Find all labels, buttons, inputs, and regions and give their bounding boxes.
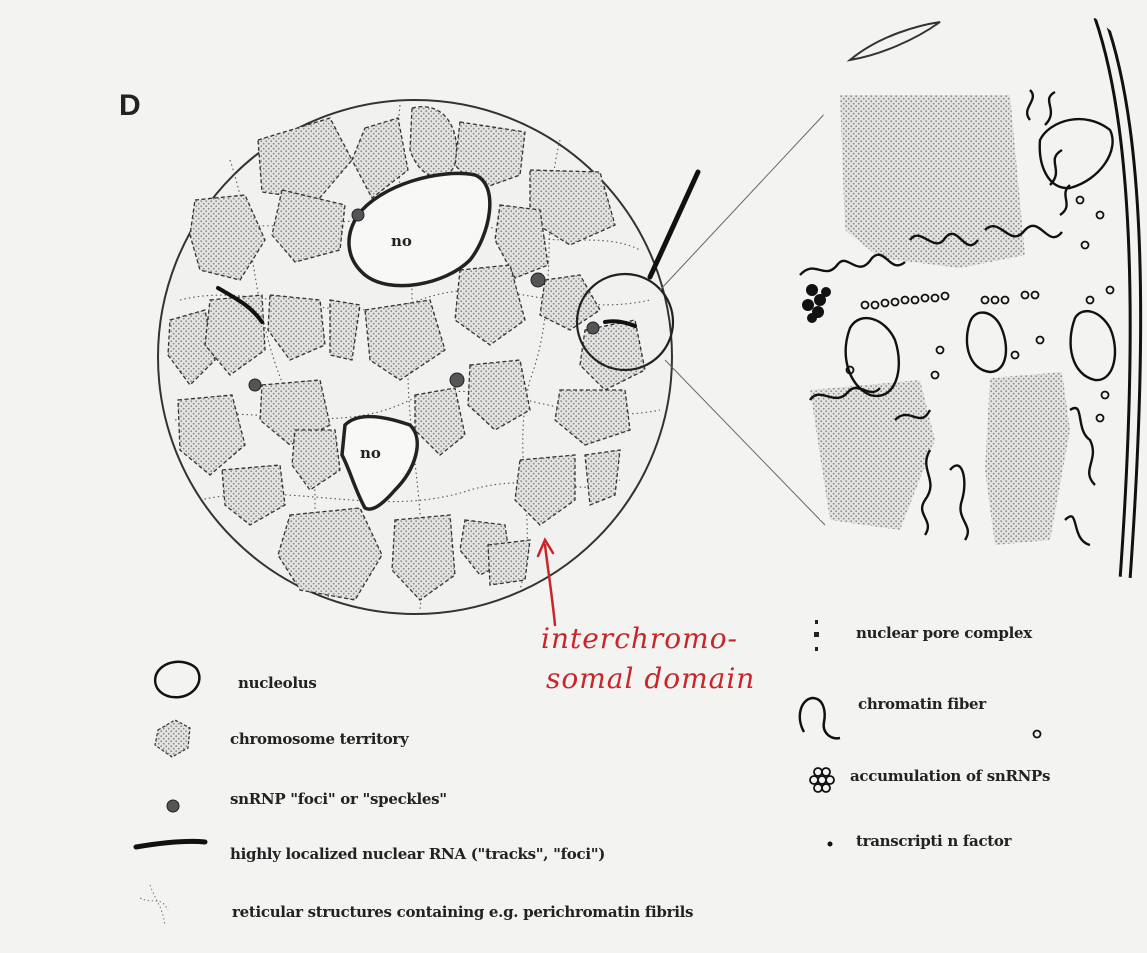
chromatin-fiber-icon <box>800 698 840 738</box>
legend-label-speckles: snRNP "foci" or "speckles" <box>230 790 447 808</box>
legend-label-snrnp-accumulation: accumulation of snRNPs <box>850 767 1050 785</box>
legend-label-rna: highly localized nuclear RNA ("tracks", … <box>230 845 605 863</box>
transcription-factor-icon <box>828 842 833 847</box>
annotation-line-2: somal domain <box>546 662 755 695</box>
legend-label-chromatin-fiber: chromatin fiber <box>858 695 986 713</box>
nucleolus-label-top: no <box>391 232 412 250</box>
snrnp-cluster-icon <box>810 768 834 792</box>
nucleolus-label-bottom: no <box>360 444 381 462</box>
legend-label-nuclear-pore: nuclear pore complex <box>856 624 1032 642</box>
legend-label-reticular: reticular structures containing e.g. per… <box>232 903 693 921</box>
legend-label-nucleolus: nucleolus <box>238 674 317 692</box>
legend-label-chromosome-territory: chromosome territory <box>230 730 408 748</box>
nucleolus-outline-icon <box>155 662 199 697</box>
lens-outline <box>850 22 940 60</box>
annotation-arrow <box>538 540 555 625</box>
reticular-structure-icon <box>140 885 168 925</box>
inset-detail <box>790 18 1147 580</box>
free-particle-icon <box>1034 731 1041 738</box>
nuclear-pore-icon <box>814 620 819 651</box>
panel-label: D <box>119 89 141 123</box>
annotation-line-1: interchromo- <box>541 622 738 655</box>
chromosome-territory-icon <box>155 720 190 757</box>
zoom-guide-bottom <box>665 360 825 525</box>
pointer-line <box>650 172 698 277</box>
legend-label-transcription-factor: transcripti n factor <box>856 832 1011 850</box>
speckle-dot-icon <box>167 800 179 812</box>
rna-track-icon <box>136 841 205 847</box>
